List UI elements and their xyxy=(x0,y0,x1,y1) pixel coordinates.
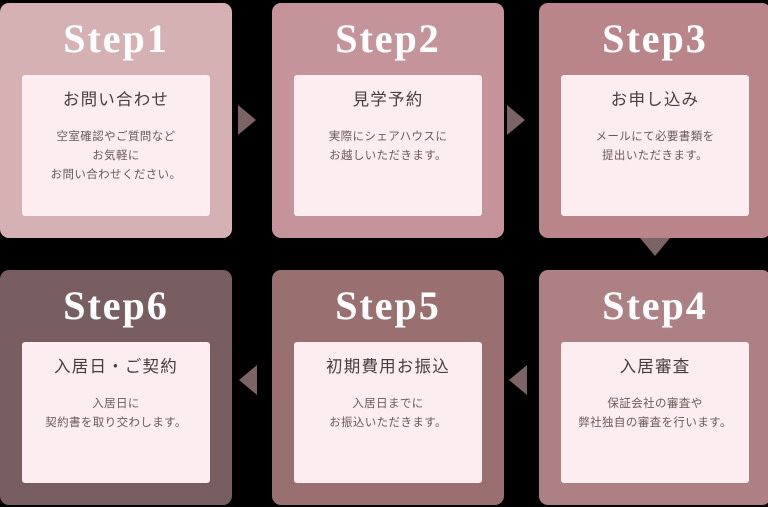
step-6-title: 入居日・ご契約 xyxy=(54,358,178,376)
step-card-4: Step4 入居審査 保証会社の審査や 弊社独自の審査を行います。 xyxy=(539,270,768,505)
step-1-body: お問い合わせ 空室確認やご質問など お気軽に お問い合わせください。 xyxy=(22,75,210,216)
step-card-3: Step3 お申し込み メールにて必要書類を 提出いただきます。 xyxy=(539,3,768,238)
arrow-right-icon xyxy=(238,105,256,135)
step-4-body: 入居審査 保証会社の審査や 弊社独自の審査を行います。 xyxy=(561,342,749,483)
step-3-badge: Step3 xyxy=(602,16,708,61)
arrow-right-icon xyxy=(507,105,525,135)
step-6-body: 入居日・ご契約 入居日に 契約書を取り交わします。 xyxy=(22,342,210,483)
step-5-badge: Step5 xyxy=(335,283,441,328)
step-3-title: お申し込み xyxy=(610,91,700,109)
step-2-title: 見学予約 xyxy=(352,91,424,109)
arrow-left-icon xyxy=(509,365,527,395)
step-1-badge: Step1 xyxy=(63,16,169,61)
step-card-1: Step1 お問い合わせ 空室確認やご質問など お気軽に お問い合わせください。 xyxy=(0,3,232,238)
step-5-description: 入居日までに お振込いただきます。 xyxy=(329,397,447,429)
step-3-description: メールにて必要書類を 提出いただきます。 xyxy=(595,130,715,162)
step-5-body: 初期費用お振込 入居日までに お振込いただきます。 xyxy=(294,342,482,483)
arrow-down-icon xyxy=(640,238,670,256)
step-3-body: お申し込み メールにて必要書類を 提出いただきます。 xyxy=(561,75,749,216)
step-1-description: 空室確認やご質問など お気軽に お問い合わせください。 xyxy=(50,130,182,181)
step-4-badge: Step4 xyxy=(602,283,708,328)
step-card-2: Step2 見学予約 実際にシェアハウスに お越しいただきます。 xyxy=(272,3,504,238)
step-6-badge: Step6 xyxy=(63,283,169,328)
step-5-title: 初期費用お振込 xyxy=(326,358,450,376)
step-card-5: Step5 初期費用お振込 入居日までに お振込いただきます。 xyxy=(272,270,504,505)
step-card-6: Step6 入居日・ご契約 入居日に 契約書を取り交わします。 xyxy=(0,270,232,505)
step-2-description: 実際にシェアハウスに お越しいただきます。 xyxy=(328,130,448,162)
step-4-description: 保証会社の審査や 弊社独自の審査を行います。 xyxy=(578,397,732,429)
step-2-body: 見学予約 実際にシェアハウスに お越しいただきます。 xyxy=(294,75,482,216)
step-6-description: 入居日に 契約書を取り交わします。 xyxy=(45,397,187,429)
step-1-title: お問い合わせ xyxy=(62,91,170,109)
arrow-left-icon xyxy=(239,365,257,395)
step-4-title: 入居審査 xyxy=(619,358,691,376)
step-2-badge: Step2 xyxy=(335,16,441,61)
